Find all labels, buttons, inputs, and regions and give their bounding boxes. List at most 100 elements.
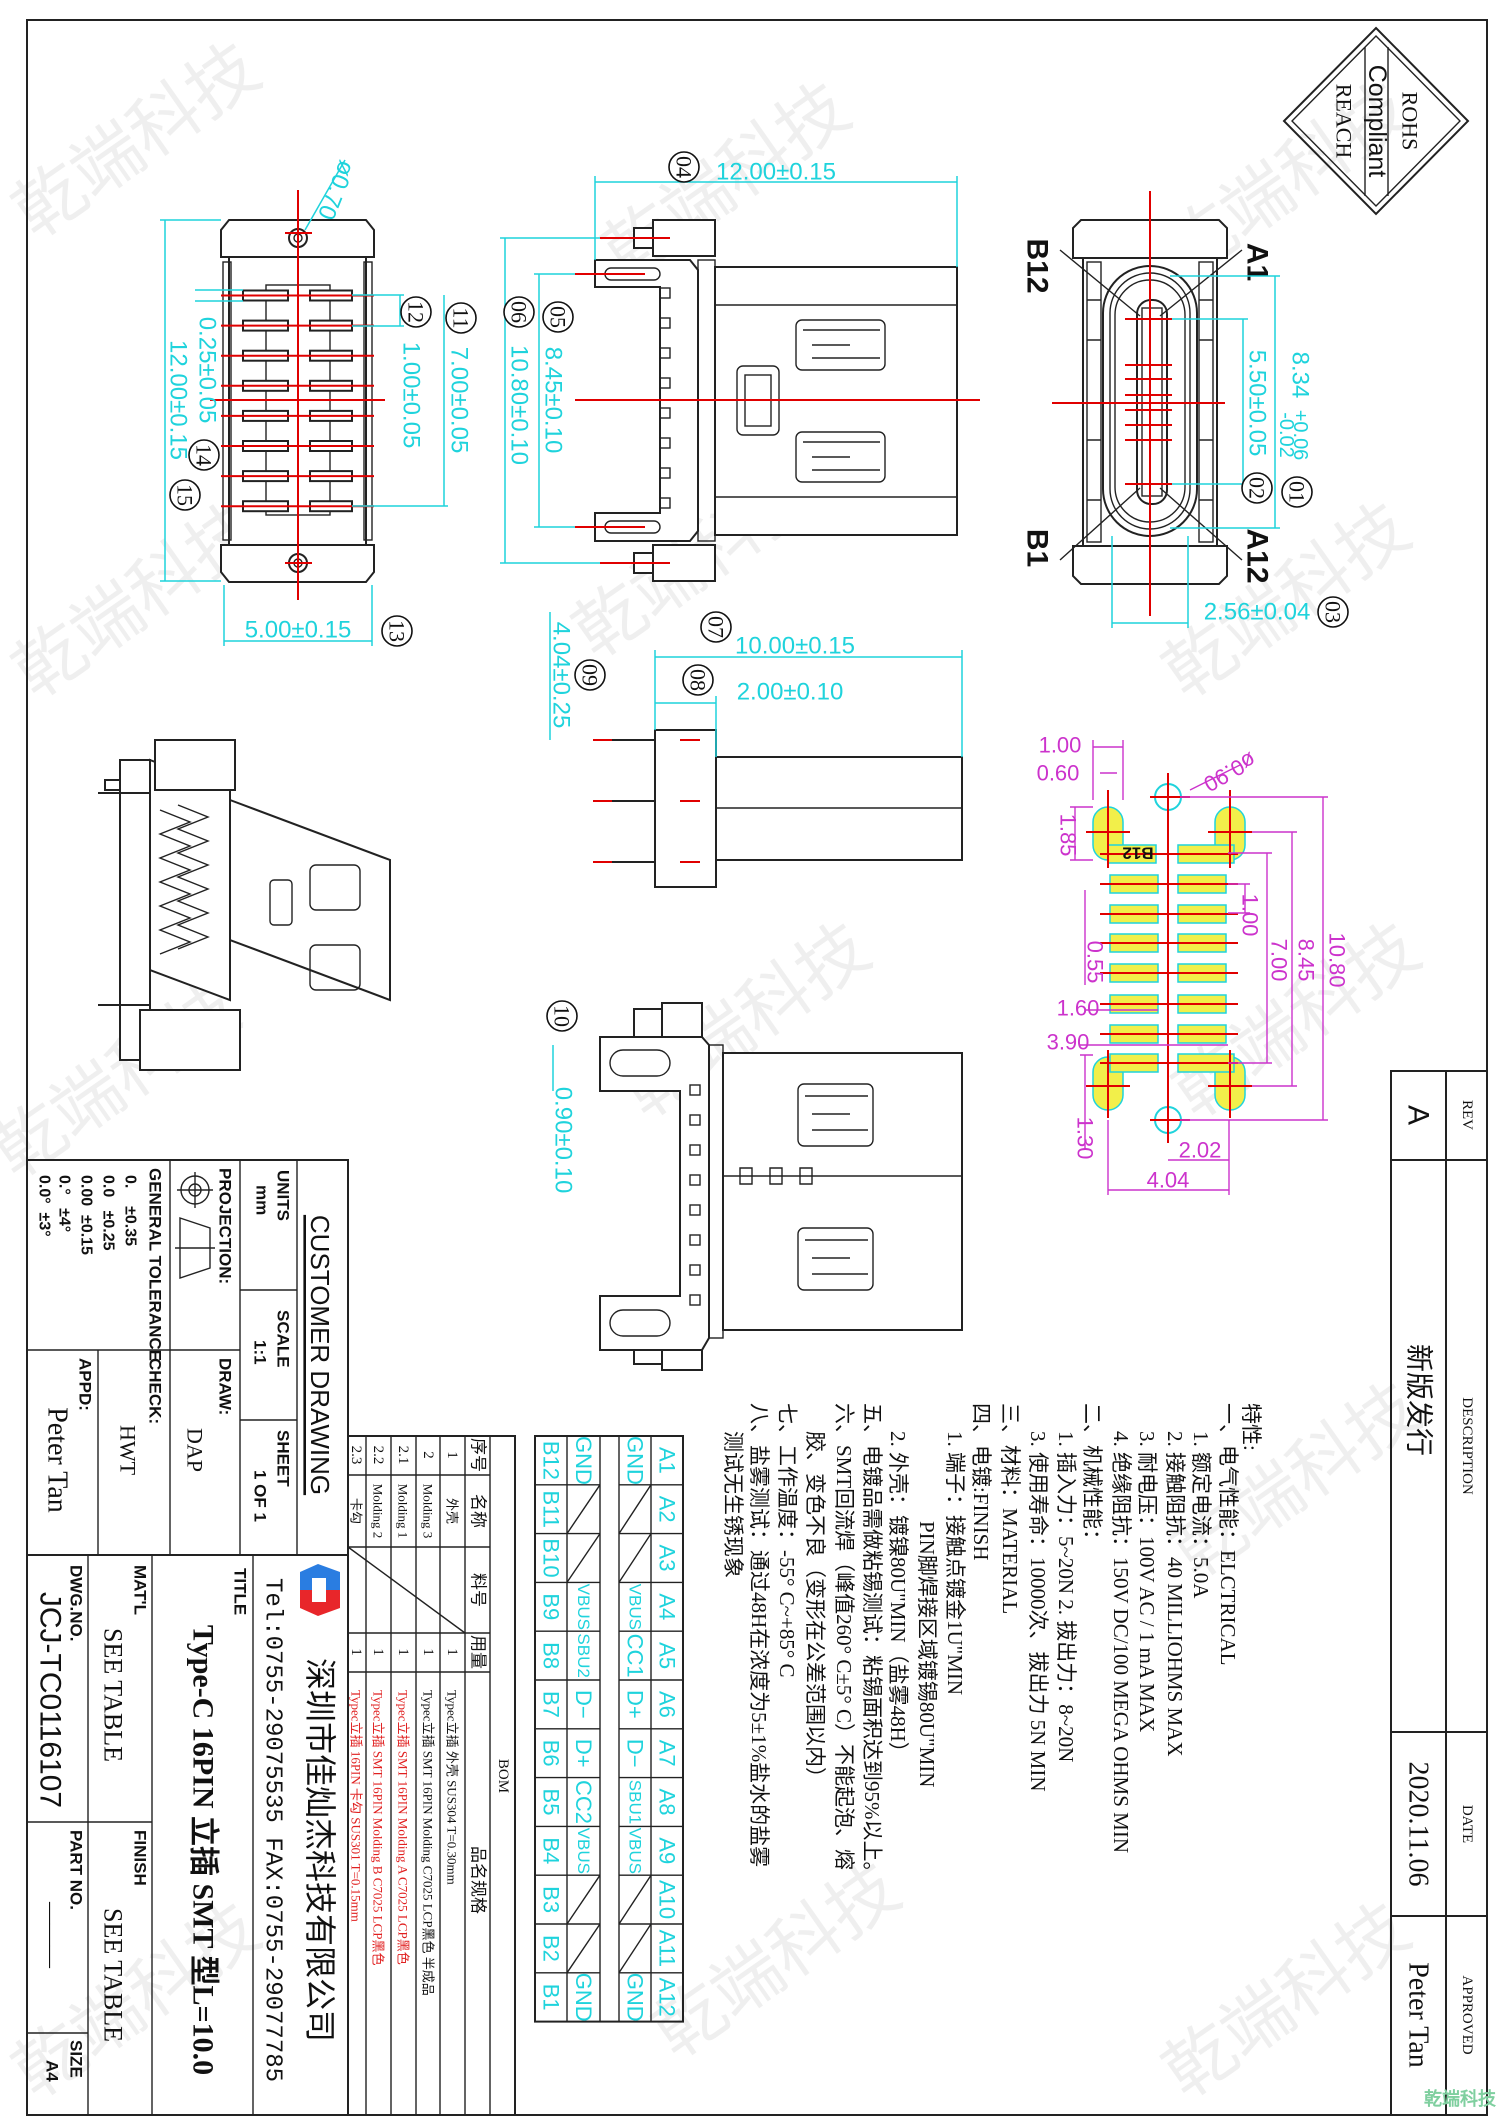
bom-name: Molding 1 [396, 1484, 411, 1539]
dwg-number: JCJ-TC0116107 [34, 1592, 67, 1808]
balloon-11: 11 [445, 302, 477, 334]
balloon-09: 09 [574, 659, 606, 691]
balloon-14: 14 [188, 439, 220, 471]
fp-dim-100a: 1.00 [1039, 733, 1082, 758]
fp-dim-060: 0.60 [1037, 761, 1080, 786]
bom-name: Molding 2 [371, 1484, 386, 1539]
bom-spec: Typec立插 SMT 16PIN Molding A C7025 LCP黑色 [396, 1690, 411, 1965]
pcb-footprint: B12 1.00 0.60 1.85 ø0.90 1.00 7.00 8.45 … [1037, 733, 1350, 1195]
watermark-text: 乾端科技 [1148, 1886, 1424, 2114]
balloon-04: 04 [668, 151, 700, 183]
pin-cell: A1 [655, 1447, 680, 1474]
spec-line: 二、机械性能： [1080, 1403, 1104, 1550]
dim-depth: 5.00±0.15 [245, 617, 352, 644]
fp-dim-130: 1.30 [1073, 1117, 1098, 1160]
description-header: DESCRIPTION [1459, 1397, 1475, 1495]
reach-label: REACH [1332, 84, 1357, 159]
svg-text:11: 11 [449, 307, 474, 328]
pin-cell: A5 [655, 1642, 680, 1669]
front-view: 12.00±0.15 0.25±0.05 1.00±0.05 7.00±0.05… [160, 156, 477, 647]
balloon-06: 06 [503, 296, 535, 328]
approved-header: APPROVED [1459, 1975, 1475, 2054]
bom-spec: Typec立插 SMT 16PIN Molding B C7025 LCP黑色 [371, 1690, 386, 1965]
pin-cell: A10 [655, 1880, 680, 1919]
receptacle-face-view: A1 B12 B1 A12 8.34 +0.06 -0.02 5.50±0.05… [1021, 191, 1349, 628]
pin-cell: SBU1 [626, 1780, 645, 1824]
pin-cell: D+ [623, 1690, 648, 1719]
pin-cell: GND [571, 1973, 596, 2022]
label-a12: A12 [1241, 528, 1274, 583]
dim-834-plus: +0.06 [1289, 410, 1311, 461]
label-a1: A1 [1241, 243, 1274, 281]
bom-spec: Typec立插 外壳 SUS304 T=0.30mm [445, 1690, 460, 1885]
pin-cell: B1 [539, 1984, 564, 2011]
bom-name: Molding 3 [421, 1484, 436, 1539]
balloon-01: 01 [1281, 476, 1313, 508]
balloon-12: 12 [400, 296, 432, 328]
svg-text:03: 03 [1321, 601, 1346, 623]
fp-dim-700: 7.00 [1267, 939, 1292, 982]
dim-834-minus: -0.02 [1275, 412, 1297, 458]
pin-cell: D− [571, 1690, 596, 1719]
pin-cell: B2 [539, 1935, 564, 1962]
balloon-02: 02 [1241, 472, 1273, 504]
dim-404: 4.04±0.25 [548, 622, 575, 729]
spec-line: 1. 端子：接触点镀金1U"MIN [943, 1431, 967, 1695]
pin-cell: VBUS [574, 1584, 593, 1630]
spec-line: 四、电镀:FINISH [969, 1403, 993, 1561]
pin-cell: B6 [539, 1740, 564, 1767]
spec-line: 1. 插入力：5~20N 2. 拔出力：8~20N [1054, 1431, 1078, 1762]
units-value: mm [253, 1185, 272, 1215]
fp-dim-1080: 10.80 [1325, 932, 1350, 987]
receptacle-contact-lines [1125, 318, 1172, 485]
bom-no: 2 [420, 1451, 436, 1459]
tolerance-label: GENERAL TOLERANCE [146, 1168, 165, 1361]
svg-text:07: 07 [704, 616, 729, 638]
pin-cell: GND [571, 1436, 596, 1485]
spec-line: 1. 额定电流：5.0A [1189, 1431, 1213, 1599]
spec-line: PIN脚焊接区域镀锡80U"MIN [915, 1521, 939, 1787]
pin-cell: B7 [539, 1691, 564, 1718]
rohs-label: ROHS [1398, 92, 1423, 151]
fp-dim-845: 8.45 [1294, 939, 1319, 982]
dim-length: 12.00±0.15 [716, 159, 836, 186]
bom-no: 2.2 [370, 1446, 386, 1465]
bom-name: 卡勾 [349, 1498, 364, 1524]
bom-name: 外壳 [445, 1498, 460, 1524]
tolerance-row: 0. ±0.35 [122, 1175, 139, 1246]
company-contact: Tel:0755-29075535 FAX:0755-29077785 [259, 1578, 286, 2082]
pin-cell: B8 [539, 1642, 564, 1669]
bom-header: 名称 [469, 1494, 488, 1528]
pin-cell: A2 [655, 1496, 680, 1523]
spec-line: 三、材料：MATERIAL [998, 1403, 1022, 1614]
size-value: A4 [43, 2060, 62, 2082]
no-connect-cell [566, 1923, 601, 1974]
part-value: ——— [40, 1901, 65, 1969]
spec-line: 3. 使用寿命：10000次、拔出力 5N MIN [1026, 1431, 1050, 1792]
spec-line: 五、电镀品需做粘锡测试：粘锡面积达到95%以上。 [860, 1403, 884, 1883]
pin-cell: D− [623, 1739, 648, 1768]
compliant-label: Compliant [1363, 65, 1391, 178]
no-connect-cell [566, 1874, 601, 1925]
bom-header: 用量 [469, 1635, 488, 1669]
dim-834: 8.34 [1287, 352, 1314, 399]
pin-cell: A6 [655, 1691, 680, 1718]
tolerance-row: 0.° ±4° [56, 1175, 73, 1232]
balloon-13: 13 [381, 615, 413, 647]
side-view-top: 12.00±0.15 8.45±0.10 10.80±0.10 04 05 06 [500, 151, 980, 582]
fp-dim-055: 0.55 [1083, 941, 1108, 984]
spec-line: 4. 绝缘阻抗：150V DC/100 MEGA OHMS MIN [1109, 1431, 1133, 1853]
dim-1000: 10.00±0.15 [735, 633, 855, 660]
part-label: PART NO. [67, 1830, 86, 1910]
draw-label: DRAW: [216, 1358, 235, 1415]
spec-line: 3. 耐电压：100V AC / 1 mA MAX [1135, 1431, 1159, 1732]
spec-line: 测试无生锈现象 [721, 1431, 745, 1578]
dim-width: 12.00±0.15 [165, 340, 192, 460]
scale-value: 1:1 [251, 1340, 270, 1365]
units-label: UNITS [274, 1170, 293, 1221]
fp-dim-hole: ø0.90 [1199, 747, 1260, 797]
description-value: 新版发行 [1403, 1344, 1435, 1456]
